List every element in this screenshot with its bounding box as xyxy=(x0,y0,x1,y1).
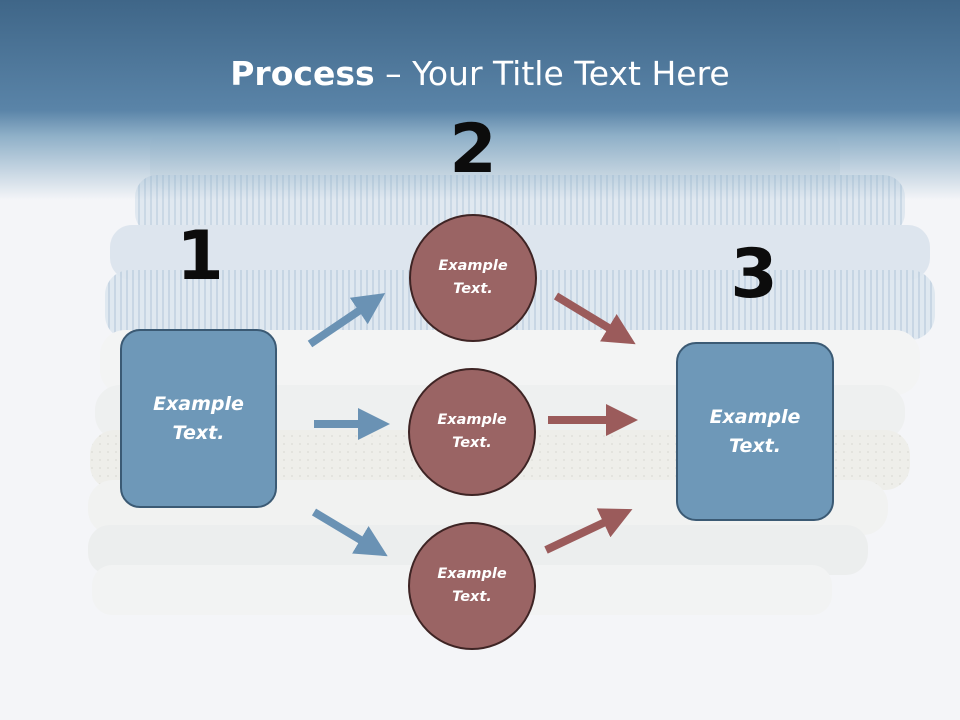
left-step-box-text: Example Text. xyxy=(153,392,244,444)
step-number-3: 3 xyxy=(730,235,778,314)
arrow-left-to-top xyxy=(307,293,386,348)
arrow-bottom-to-right xyxy=(544,508,633,554)
circle-middle-text: Example Text. xyxy=(437,412,507,451)
circle-middle[interactable]: Example Text. xyxy=(408,368,536,496)
circle-top-text: Example Text. xyxy=(438,258,508,297)
slide-title: Process – Your Title Text Here xyxy=(0,52,960,96)
title-rest: – Your Title Text Here xyxy=(374,54,730,93)
circle-top[interactable]: Example Text. xyxy=(409,214,537,342)
left-step-box[interactable]: Example Text. xyxy=(120,329,277,508)
title-bold: Process xyxy=(230,54,375,93)
step-number-1: 1 xyxy=(176,217,224,296)
circle-bottom-text: Example Text. xyxy=(437,566,507,605)
header-band xyxy=(0,0,960,200)
arrow-left-to-bottom xyxy=(311,508,388,557)
right-step-box-text: Example Text. xyxy=(709,405,801,457)
arrow-top-to-right xyxy=(553,292,636,345)
step-number-2: 2 xyxy=(449,110,497,189)
circle-bottom[interactable]: Example Text. xyxy=(408,522,536,650)
right-step-box[interactable]: Example Text. xyxy=(676,342,834,521)
